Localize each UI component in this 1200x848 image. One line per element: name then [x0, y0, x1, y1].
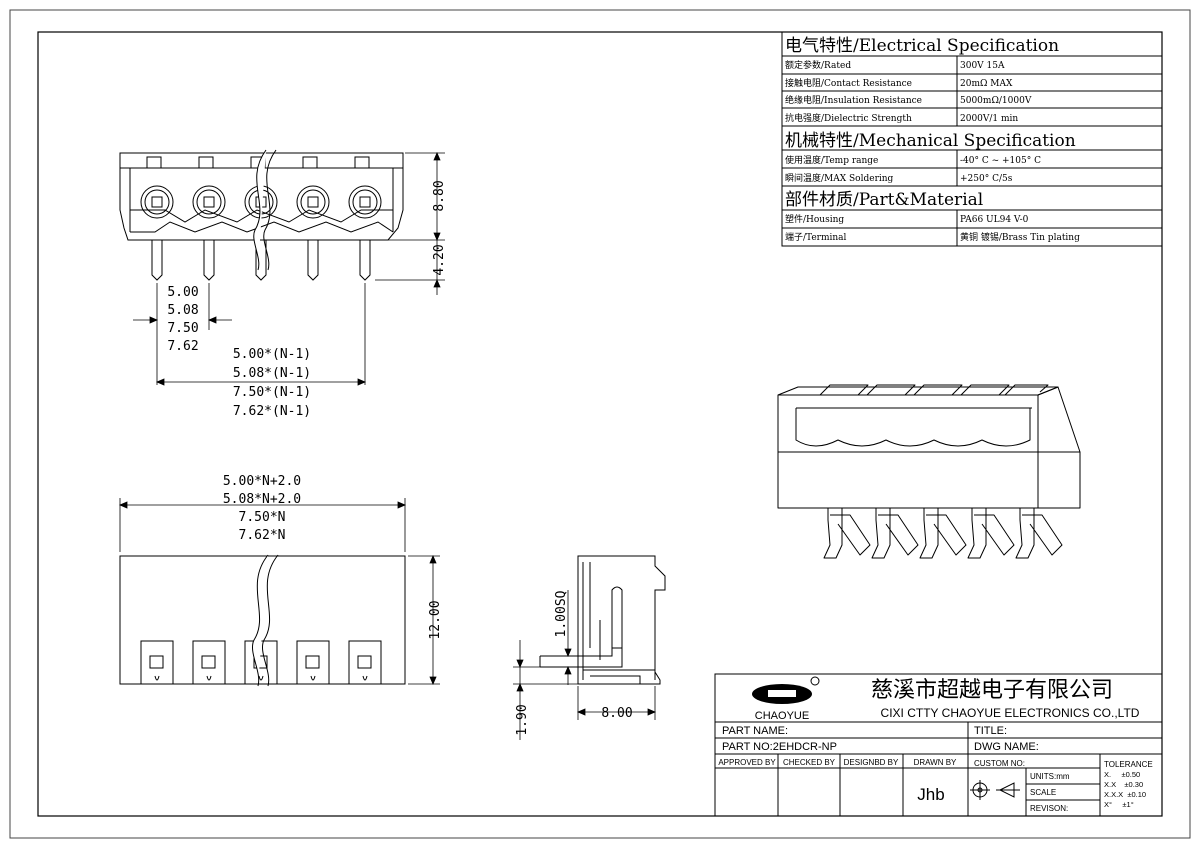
- tolerance-line-1: X. ±0.50: [1104, 770, 1140, 779]
- company-name-cn: 慈溪市超越电子有限公司: [871, 677, 1113, 702]
- dim-height-lower: 4.20: [432, 244, 447, 275]
- side-view: [539, 555, 666, 685]
- spec-table: [781, 31, 1163, 247]
- spec-rated-label: 额定参数/Rated: [785, 59, 851, 71]
- bottom-view-dimensions: [118, 498, 440, 686]
- dwg-name-label: DWG NAME:: [974, 741, 1039, 753]
- scale-label: SCALE: [1030, 788, 1056, 797]
- approved-by-label: APPROVED BY: [718, 758, 776, 767]
- tolerance-line-4: X° ±1°: [1104, 800, 1134, 809]
- spec-contact-value: 20mΩ MAX: [960, 79, 1013, 89]
- dim-pitch-2: 5.08: [167, 303, 198, 318]
- part-no: PART NO:2EHDCR-NP: [722, 741, 837, 753]
- dim-span-1: 5.00*(N-1): [233, 347, 311, 362]
- title-label: TITLE:: [974, 725, 1007, 737]
- dim-pin-square: 1.00SQ: [554, 590, 569, 637]
- company-name-en: CIXI CTTY CHAOYUE ELECTRONICS CO.,LTD: [881, 706, 1140, 720]
- dim-span-4: 7.62*(N-1): [233, 404, 311, 419]
- spec-dielectric-value: 2000V/1 min: [960, 114, 1018, 124]
- dim-width-4: 7.62*N: [239, 528, 286, 543]
- spec-insulation-value: 5000mΩ/1000V: [960, 96, 1032, 106]
- dim-pitch-1: 5.00: [167, 285, 198, 300]
- spec-soldering-label: 瞬间温度/MAX Soldering: [785, 172, 894, 184]
- spec-temp-value: -40° C ~ +105° C: [960, 156, 1041, 166]
- checked-by-label: CHECKED BY: [783, 758, 836, 767]
- front-view: [119, 149, 404, 281]
- dim-pitch-4: 7.62: [167, 339, 198, 354]
- tolerance-line-2: X.X ±0.30: [1104, 780, 1143, 789]
- dim-depth: 8.00: [601, 706, 632, 721]
- spec-soldering-value: +250° C/5s: [960, 174, 1013, 184]
- outer-frame: [9, 9, 1191, 839]
- spec-housing-value: PA66 UL94 V-0: [960, 215, 1029, 225]
- dim-body-height: 12.00: [428, 600, 443, 639]
- dim-pitch-3: 7.50: [167, 321, 198, 336]
- tolerance-label: TOLERANCE: [1104, 760, 1153, 769]
- logo-text: CHAOYUE: [755, 710, 809, 722]
- dim-offset: 1.90: [515, 704, 530, 735]
- dim-height-upper: 8.80: [432, 180, 447, 211]
- spec-housing-label: 塑件/Housing: [785, 213, 844, 225]
- part-name-label: PART NAME:: [722, 725, 788, 737]
- mechanical-header: 机械特性/Mechanical Specification: [785, 131, 1076, 151]
- dim-span-2: 5.08*(N-1): [233, 366, 311, 381]
- spec-temp-label: 使用温度/Temp range: [785, 154, 878, 166]
- side-view-dimensions: [513, 590, 657, 740]
- spec-contact-label: 接触电阻/Contact Resistance: [785, 77, 912, 89]
- spec-terminal-label: 端子/Terminal: [785, 231, 847, 243]
- custom-no-label: CUSTOM NO:: [974, 759, 1025, 768]
- front-view-dimensions: [133, 151, 445, 386]
- dim-span-3: 7.50*(N-1): [233, 385, 311, 400]
- dim-width-3: 7.50*N: [239, 510, 286, 525]
- dim-width-1: 5.00*N+2.0: [223, 474, 301, 489]
- dim-width-2: 5.08*N+2.0: [223, 492, 301, 507]
- drawn-by-signature: Jhb: [917, 785, 944, 804]
- spec-insulation-label: 绝缘电阻/Insulation Resistance: [785, 94, 922, 106]
- spec-terminal-value: 黄铜 镀锡/Brass Tin plating: [960, 231, 1080, 243]
- spec-dielectric-label: 抗电强度/Dielectric Strength: [785, 112, 912, 124]
- isometric-view: [777, 384, 1081, 559]
- drawn-by-label: DRAWN BY: [914, 758, 957, 767]
- title-block: [714, 673, 1163, 817]
- spec-rated-value: 300V 15A: [960, 61, 1005, 71]
- material-header: 部件材质/Part&Material: [785, 190, 983, 210]
- electrical-header: 电气特性/Electrical Specification: [785, 36, 1059, 56]
- revision-label: REVISON:: [1030, 804, 1068, 813]
- bottom-view: [119, 554, 406, 687]
- designed-by-label: DESIGNBD BY: [844, 758, 899, 767]
- units-label: UNITS:mm: [1030, 772, 1070, 781]
- tolerance-line-3: X.X.X ±0.10: [1104, 790, 1146, 799]
- inner-frame: [37, 31, 1163, 817]
